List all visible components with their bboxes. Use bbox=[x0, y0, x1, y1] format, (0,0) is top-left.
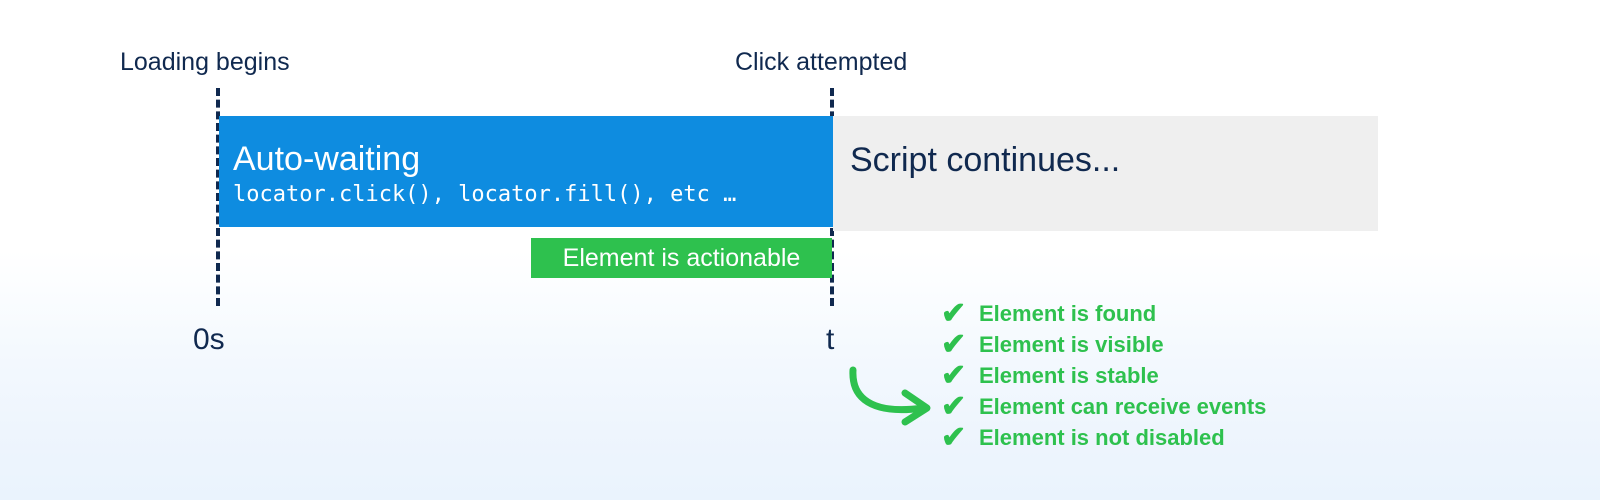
click-attempted-caption: Click attempted bbox=[735, 48, 908, 76]
loading-begins-value: 0s bbox=[193, 323, 225, 356]
checklist-item-label: Element can receive events bbox=[979, 393, 1267, 419]
check-icon: ✔ bbox=[941, 327, 967, 361]
checklist-item-label: Element is stable bbox=[979, 362, 1159, 388]
element-actionable-badge: Element is actionable bbox=[531, 238, 832, 278]
script-continues-bar: Script continues... bbox=[833, 116, 1378, 231]
checklist-item-label: Element is found bbox=[979, 300, 1157, 326]
checklist-item: ✔ Element is found bbox=[941, 298, 1266, 329]
auto-waiting-bar: Auto-waiting locator.click(), locator.fi… bbox=[219, 116, 833, 227]
loading-begins-tick-line bbox=[216, 88, 220, 306]
checklist-item: ✔ Element can receive events bbox=[941, 391, 1266, 422]
checklist-item: ✔ Element is stable bbox=[941, 360, 1266, 391]
checklist-item: ✔ Element is visible bbox=[941, 329, 1266, 360]
check-icon: ✔ bbox=[941, 296, 967, 330]
auto-waiting-subtitle: locator.click(), locator.fill(), etc … bbox=[233, 182, 737, 207]
checklist-item-label: Element is not disabled bbox=[979, 424, 1225, 450]
script-continues-title: Script continues... bbox=[850, 141, 1121, 179]
loading-begins-caption: Loading begins bbox=[120, 48, 290, 76]
check-icon: ✔ bbox=[941, 358, 967, 392]
checklist-item-label: Element is visible bbox=[979, 331, 1164, 357]
curved-arrow-icon bbox=[849, 366, 931, 426]
actionability-checklist: ✔ Element is found ✔ Element is visible … bbox=[941, 298, 1266, 453]
auto-waiting-title: Auto-waiting bbox=[233, 140, 421, 178]
click-attempted-value: t bbox=[826, 323, 835, 356]
checklist-item: ✔ Element is not disabled bbox=[941, 422, 1266, 453]
check-icon: ✔ bbox=[941, 389, 967, 423]
check-icon: ✔ bbox=[941, 420, 967, 454]
